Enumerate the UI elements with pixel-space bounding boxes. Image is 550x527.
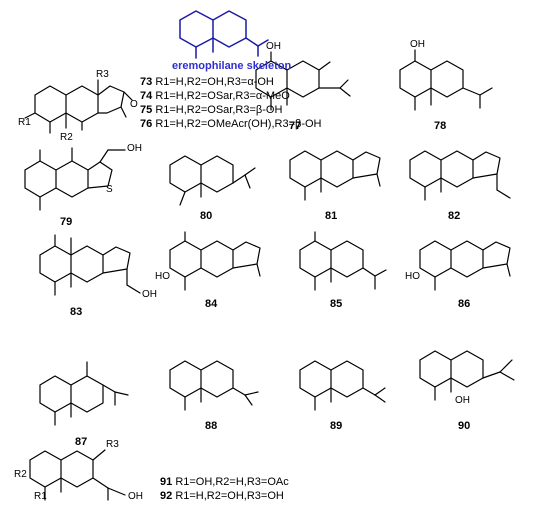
- structure-73-76: [24, 79, 133, 134]
- structure-86: [419, 240, 511, 291]
- structure-91-92: [29, 449, 126, 501]
- structure-88: [169, 360, 259, 411]
- compound-number-89: 89: [330, 420, 343, 432]
- structure-82: [409, 150, 511, 201]
- structure-87: [39, 361, 129, 426]
- atom-oh-90: OH: [455, 395, 470, 406]
- structure-90: [419, 350, 515, 401]
- skeleton-label: eremophilane skeleton: [172, 60, 292, 72]
- substituents-73: R1=H,R2=OH,R3=α-OH: [155, 76, 274, 88]
- series-75-row: 75 R1=H,R2=OSar,R3=β-OH: [140, 104, 282, 116]
- atom-oh-78: OH: [410, 39, 425, 50]
- structure-81: [289, 150, 381, 201]
- compound-number-82: 82: [448, 210, 461, 222]
- series-73-row: 73 R1=H,R2=OH,R3=α-OH: [140, 76, 274, 88]
- atom-oh-77: OH: [266, 41, 281, 52]
- series-92-row: 92 R1=H,R2=OH,R3=OH: [160, 490, 284, 502]
- compound-number-74: 74: [140, 90, 153, 102]
- compound-number-90: 90: [458, 420, 471, 432]
- compound-number-88: 88: [205, 420, 218, 432]
- atom-s-79: S: [106, 184, 113, 195]
- compound-number-75: 75: [140, 104, 153, 116]
- compound-number-84: 84: [205, 298, 218, 310]
- atom-r1-91: R1: [34, 491, 47, 502]
- series-91-row: 91 R1=OH,R2=H,R3=OAc: [160, 476, 289, 488]
- compound-number-92: 92: [160, 490, 173, 502]
- compound-number-91: 91: [160, 476, 173, 488]
- compound-number-76: 76: [140, 118, 153, 130]
- compound-number-79: 79: [60, 216, 73, 228]
- atom-ho-86: HO: [405, 271, 420, 282]
- compound-number-80: 80: [200, 210, 213, 222]
- substituents-92: R1=H,R2=OH,R3=OH: [175, 490, 284, 502]
- substituents-91: R1=OH,R2=H,R3=OAc: [175, 476, 289, 488]
- atom-o-73: O: [130, 99, 138, 110]
- atom-ho-84: HO: [155, 271, 170, 282]
- atom-r1: R1: [18, 117, 31, 128]
- compound-number-85: 85: [330, 298, 343, 310]
- substituents-74: R1=H,R2=OSar,R3=α-MeO: [155, 90, 290, 102]
- atom-r2-91: R2: [14, 469, 27, 480]
- structure-83: [39, 234, 141, 296]
- series-74-row: 74 R1=H,R2=OSar,R3=α-MeO: [140, 90, 290, 102]
- structure-84: [169, 231, 261, 291]
- structure-89: [299, 360, 386, 411]
- compound-number-83: 83: [70, 306, 83, 318]
- compound-number-81: 81: [325, 210, 338, 222]
- structure-85: [299, 231, 387, 291]
- eremophilane-skeleton-drawing: [179, 10, 269, 59]
- structure-80: [169, 155, 256, 206]
- atom-r3: R3: [96, 69, 109, 80]
- atom-r2: R2: [60, 132, 73, 143]
- substituents-75: R1=H,R2=OSar,R3=β-OH: [155, 104, 283, 116]
- compound-number-87: 87: [75, 436, 88, 448]
- compound-number-77: 77: [289, 120, 302, 132]
- atom-oh-83: OH: [142, 289, 157, 300]
- compound-number-86: 86: [458, 298, 471, 310]
- compound-number-78: 78: [434, 120, 447, 132]
- atom-oh-79: OH: [127, 143, 142, 154]
- structure-77: [255, 51, 351, 111]
- compound-number-73: 73: [140, 76, 153, 88]
- structure-78: [399, 49, 493, 111]
- atom-r3-91: R3: [106, 439, 119, 450]
- structure-79: [24, 147, 126, 211]
- series-76-row: 76 R1=H,R2=OMeAcr(OH),R3=β-OH: [140, 118, 321, 130]
- atom-oh-91: OH: [128, 491, 143, 502]
- substituents-76: R1=H,R2=OMeAcr(OH),R3=β-OH: [155, 118, 322, 130]
